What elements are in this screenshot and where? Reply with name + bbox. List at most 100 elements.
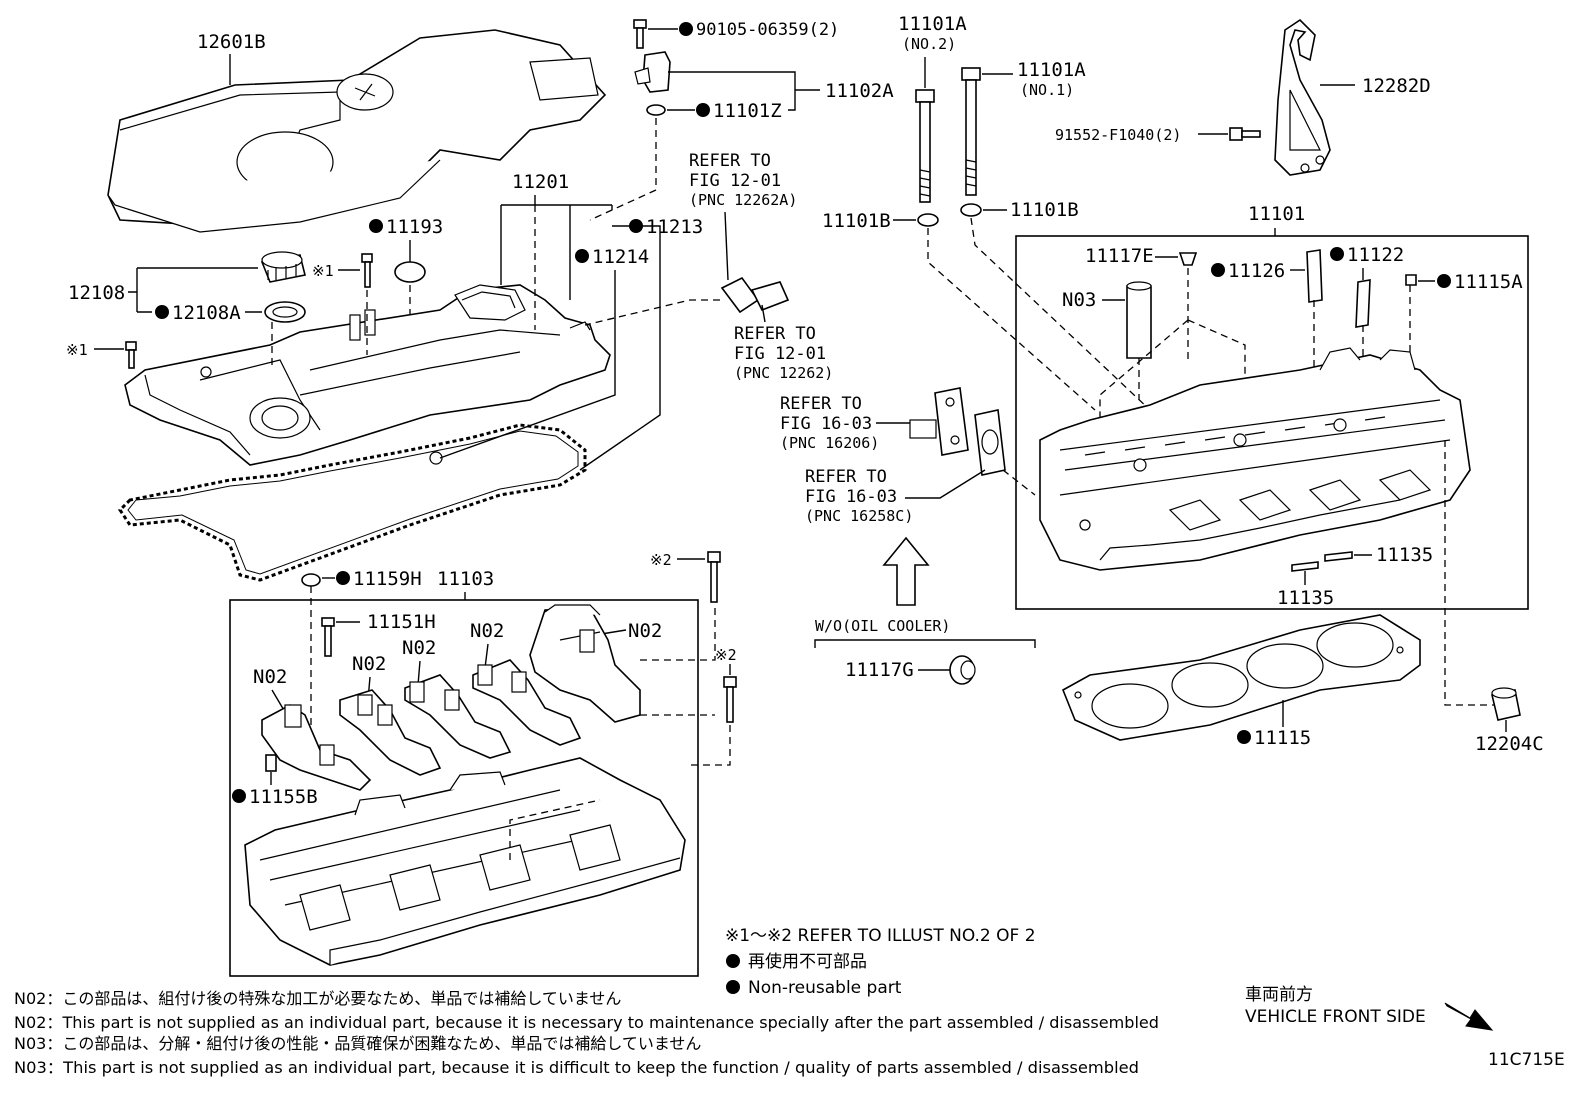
bracket-12108 [128, 267, 258, 313]
seal-11159H-icon [301, 573, 321, 587]
label-12282D: 12282D [1362, 75, 1431, 97]
label-without-oil-cooler: W/O(OIL COOLER) [815, 617, 950, 635]
cylinder-head-illustration [1039, 347, 1471, 571]
camshaft-housing-illustration [244, 757, 686, 966]
refer-fig-16-03-a-line2: FIG 16-03 [780, 414, 872, 434]
cylinder-head-cover-illustration [124, 284, 611, 466]
non-reusable-dot-icon [679, 22, 693, 36]
mark-2-a: ※2 [650, 551, 672, 569]
legend-refer-illust: ※1～※2 REFER TO ILLUST NO.2 OF 2 [725, 926, 1036, 946]
non-reusable-dot-icon [1437, 274, 1451, 288]
label-11135-b: 11135 [1277, 587, 1334, 609]
label-N02-e: N02 [628, 620, 662, 642]
vehicle-front-arrow-icon [1444, 1002, 1494, 1031]
bolt-mark2-icon [707, 551, 721, 603]
non-reusable-dot-icon [1330, 247, 1344, 261]
label-11126: 11126 [1228, 260, 1285, 282]
camshaft-bearing-caps-illustration [261, 604, 641, 791]
label-11159H: 11159H [353, 568, 422, 590]
leader-11213 [579, 225, 661, 471]
bolt-mark1-icon [125, 341, 137, 369]
refer-fig-16-03-a-line1: REFER TO [780, 394, 862, 414]
hose-clamp-icon [720, 276, 790, 314]
plug-11193-icon [394, 261, 426, 283]
refer-fig-16-03-b-line2: FIG 16-03 [805, 487, 897, 507]
plug-11117G-icon [949, 655, 976, 685]
front-direction-arrow-icon [882, 536, 930, 606]
non-reusable-dot-icon [726, 980, 740, 994]
front-side-en: VEHICLE FRONT SIDE [1245, 1007, 1426, 1027]
label-11135-a: 11135 [1376, 544, 1433, 566]
refer-fig-12-01-b-line3: (PNC 12262) [734, 364, 833, 382]
label-11101B-left: 11101B [822, 210, 891, 232]
label-90105-06359: 90105-06359(2) [696, 20, 839, 40]
engine-cover-illustration [107, 29, 607, 233]
bolt-mark2-icon [723, 676, 737, 723]
label-11155B: 11155B [249, 786, 318, 808]
label-11122: 11122 [1347, 244, 1404, 266]
plug-11117E-icon [1178, 252, 1198, 266]
non-reusable-dot-icon [336, 571, 350, 585]
oil-cooler-gasket-icon [974, 409, 1006, 476]
mark-2-b: ※2 [715, 646, 737, 664]
pin-11126-icon [1306, 249, 1323, 303]
label-N02-b: N02 [352, 653, 386, 675]
engine-hanger-icon [1274, 18, 1331, 176]
note-N02-en: N02：This part is not supplied as an indi… [14, 1013, 1159, 1032]
non-reusable-dot-icon [575, 249, 589, 263]
pin-11135-icon [1291, 561, 1319, 572]
seal-11115A-icon [1405, 274, 1417, 286]
pin-11135-icon [1324, 551, 1353, 562]
label-11151H: 11151H [367, 611, 436, 633]
label-11102A: 11102A [825, 80, 894, 102]
oil-filler-cap-icon [260, 251, 306, 283]
refer-fig-16-03-a-line3: (PNC 16206) [780, 434, 879, 452]
label-11103: 11103 [437, 568, 494, 590]
refer-fig-16-03-b-line1: REFER TO [805, 467, 887, 487]
non-reusable-dot-icon [726, 954, 740, 968]
bolt-91552-icon [1229, 127, 1261, 141]
guide-11122-icon [1355, 279, 1371, 328]
front-side-jp: 車両前方 [1245, 985, 1313, 1005]
head-cover-gasket-illustration [118, 423, 587, 582]
bolt-mark1-icon [361, 253, 373, 288]
label-11193: 11193 [386, 216, 443, 238]
mark-1-b: ※1 [66, 341, 88, 359]
pin-11155B-icon [265, 754, 277, 772]
sleeve-N03-icon [1126, 281, 1152, 359]
plug-12204C-icon [1491, 687, 1521, 721]
oil-cooler-fitting-icon [909, 387, 969, 456]
label-12601B: 12601B [197, 31, 266, 53]
label-no1: (NO.1) [1020, 81, 1074, 99]
refer-fig-12-01-line2: FIG 12-01 [689, 171, 781, 191]
label-12108A: 12108A [172, 302, 241, 324]
bolt-11151H-icon [321, 617, 335, 657]
head-bolt-no1-icon [961, 67, 981, 196]
non-reusable-dot-icon [369, 219, 383, 233]
label-11101A-no2: 11101A [898, 13, 967, 35]
label-N02-c: N02 [402, 637, 436, 659]
label-12108: 12108 [68, 282, 125, 304]
label-11117E: 11117E [1085, 245, 1154, 267]
label-N02-a: N02 [253, 666, 287, 688]
non-reusable-dot-icon [696, 103, 710, 117]
label-11101Z: 11101Z [713, 100, 782, 122]
bolt-90105-icon [633, 19, 647, 49]
note-N03-en: N03：This part is not supplied as an indi… [14, 1058, 1139, 1077]
cylinder-head-gasket-illustration [1061, 614, 1421, 741]
label-N02-d: N02 [470, 620, 504, 642]
label-11213: 11213 [646, 216, 703, 238]
refer-fig-16-03-b-line3: (PNC 16258C) [805, 507, 913, 525]
o-ring-icon [646, 104, 666, 116]
non-reusable-dot-icon [1211, 263, 1225, 277]
refer-fig-12-01-line1: REFER TO [689, 151, 771, 171]
legend-nonreusable-en: Non-reusable part [748, 978, 902, 998]
refer-fig-12-01-b-line2: FIG 12-01 [734, 344, 826, 364]
label-11214: 11214 [592, 246, 649, 268]
legend-nonreusable-jp: 再使用不可部品 [748, 951, 867, 972]
camshaft-housing-assembly-box [229, 599, 699, 977]
non-reusable-dot-icon [232, 789, 246, 803]
refer-fig-12-01-b-line1: REFER TO [734, 324, 816, 344]
camshaft-sensor-icon [634, 51, 671, 93]
